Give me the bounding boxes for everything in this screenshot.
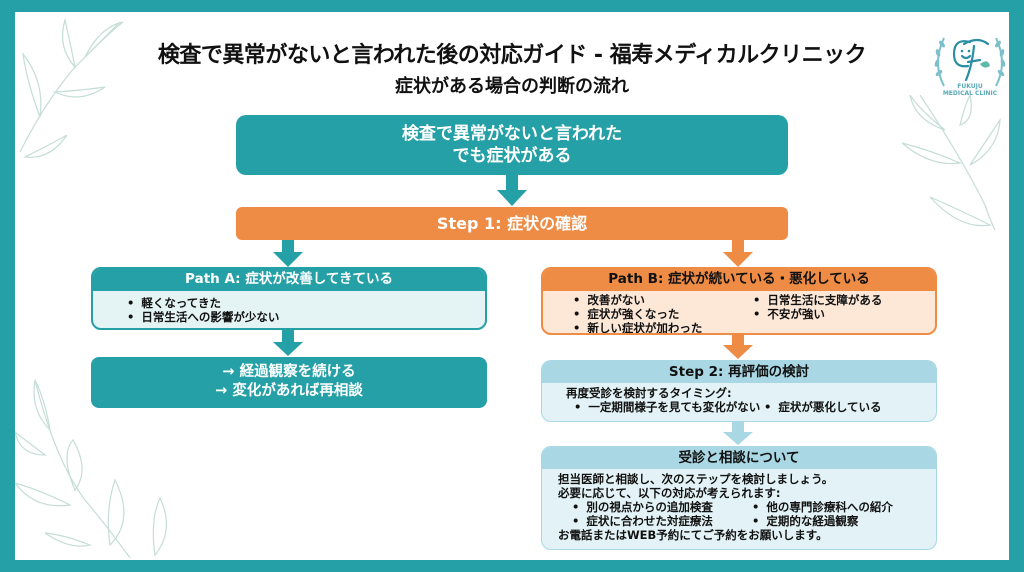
arrow-down-icon xyxy=(723,422,753,445)
logo-text-line1: FUKUJU xyxy=(957,83,983,90)
consult-item: 定期的な経過観察 xyxy=(752,514,893,528)
leaf-decoration-bottom-left-icon xyxy=(15,380,167,559)
leaf-decoration-top-left-icon xyxy=(19,17,124,158)
path-b-item: 症状が強くなった xyxy=(573,307,753,321)
consult-list-right: 他の専門診療科への紹介 定期的な経過観察 xyxy=(752,500,893,528)
arrow-down-icon xyxy=(723,240,753,267)
step1-box: Step 1: 症状の確認 xyxy=(236,207,788,240)
path-a-item: 軽くなってきた xyxy=(127,296,485,310)
path-b-item: 日常生活に支障がある xyxy=(753,293,882,307)
consult-item: 症状に合わせた対症療法 xyxy=(572,514,752,528)
logo-text-line2: MEDICAL CLINIC xyxy=(942,90,998,97)
consult-item: 他の専門診療科への紹介 xyxy=(752,500,893,514)
path-a-result-line1: → 経過観察を続ける xyxy=(222,364,356,380)
path-b-item: 新しい症状が加わった xyxy=(573,321,753,333)
arrow-down-icon xyxy=(273,330,303,356)
leaf-decoration-right-icon xyxy=(901,95,1001,231)
consult-list-left: 別の視点からの追加検査 症状に合わせた対症療法 xyxy=(572,500,752,528)
start-box: 検査で異常がないと言われた でも症状がある xyxy=(236,115,788,175)
path-a-card: Path A: 症状が改善してきている 軽くなってきた 日常生活への影響が少ない xyxy=(91,267,487,330)
path-a-result-line2: → 変化があれば再相談 xyxy=(215,383,363,399)
consult-item: 別の視点からの追加検査 xyxy=(572,500,752,514)
step2-title: Step 2: 再評価の検討 xyxy=(542,361,936,383)
step2-item: 症状が悪化している xyxy=(764,400,881,414)
path-a-item: 日常生活への影響が少ない xyxy=(127,310,485,324)
path-b-title: Path B: 症状が続いている・悪化している xyxy=(543,269,935,291)
clinic-logo-icon xyxy=(934,37,1006,87)
path-a-result-box: → 経過観察を続ける → 変化があれば再相談 xyxy=(91,357,487,408)
consult-closing: お電話またはWEB予約にてご予約をお願いします。 xyxy=(558,528,828,542)
path-a-title: Path A: 症状が改善してきている xyxy=(93,269,485,291)
page-subtitle: 症状がある場合の判断の流れ xyxy=(395,76,629,97)
arrow-down-icon xyxy=(273,240,303,267)
path-a-list: 軽くなってきた 日常生活への影響が少ない xyxy=(127,296,485,324)
step2-item: 一定期間様子を見ても変化がない xyxy=(574,400,764,414)
arrow-down-icon xyxy=(497,175,527,206)
start-line1: 検査で異常がないと言われた xyxy=(401,124,623,144)
consult-card: 受診と相談について 担当医師と相談し、次のステップを検討しましょう。 必要に応じ… xyxy=(541,446,937,550)
path-b-item: 改善がない xyxy=(573,293,753,307)
path-b-item: 不安が強い xyxy=(753,307,882,321)
step2-list: 一定期間様子を見ても変化がない 症状が悪化している xyxy=(566,400,936,414)
consult-line1: 担当医師と相談し、次のステップを検討しましょう。 xyxy=(558,472,834,486)
consult-line2: 必要に応じて、以下の対応が考えられます: xyxy=(558,486,781,500)
arrow-down-icon xyxy=(723,334,753,359)
step2-card: Step 2: 再評価の検討 再度受診を検討するタイミング: 一定期間様子を見て… xyxy=(541,360,937,422)
step1-label: Step 1: 症状の確認 xyxy=(436,214,588,233)
path-b-list-right: 日常生活に支障がある 不安が強い xyxy=(753,293,882,333)
path-b-list-left: 改善がない 症状が強くなった 新しい症状が加わった xyxy=(573,293,753,333)
consult-title: 受診と相談について xyxy=(542,447,936,469)
step2-intro: 再度受診を検討するタイミング: xyxy=(566,386,732,400)
page-title: 検査で異常がないと言われた後の対応ガイド - 福寿メディカルクリニック xyxy=(157,43,867,68)
start-line2: でも症状がある xyxy=(452,146,572,166)
path-b-card: Path B: 症状が続いている・悪化している 改善がない 症状が強くなった 新… xyxy=(541,267,937,335)
